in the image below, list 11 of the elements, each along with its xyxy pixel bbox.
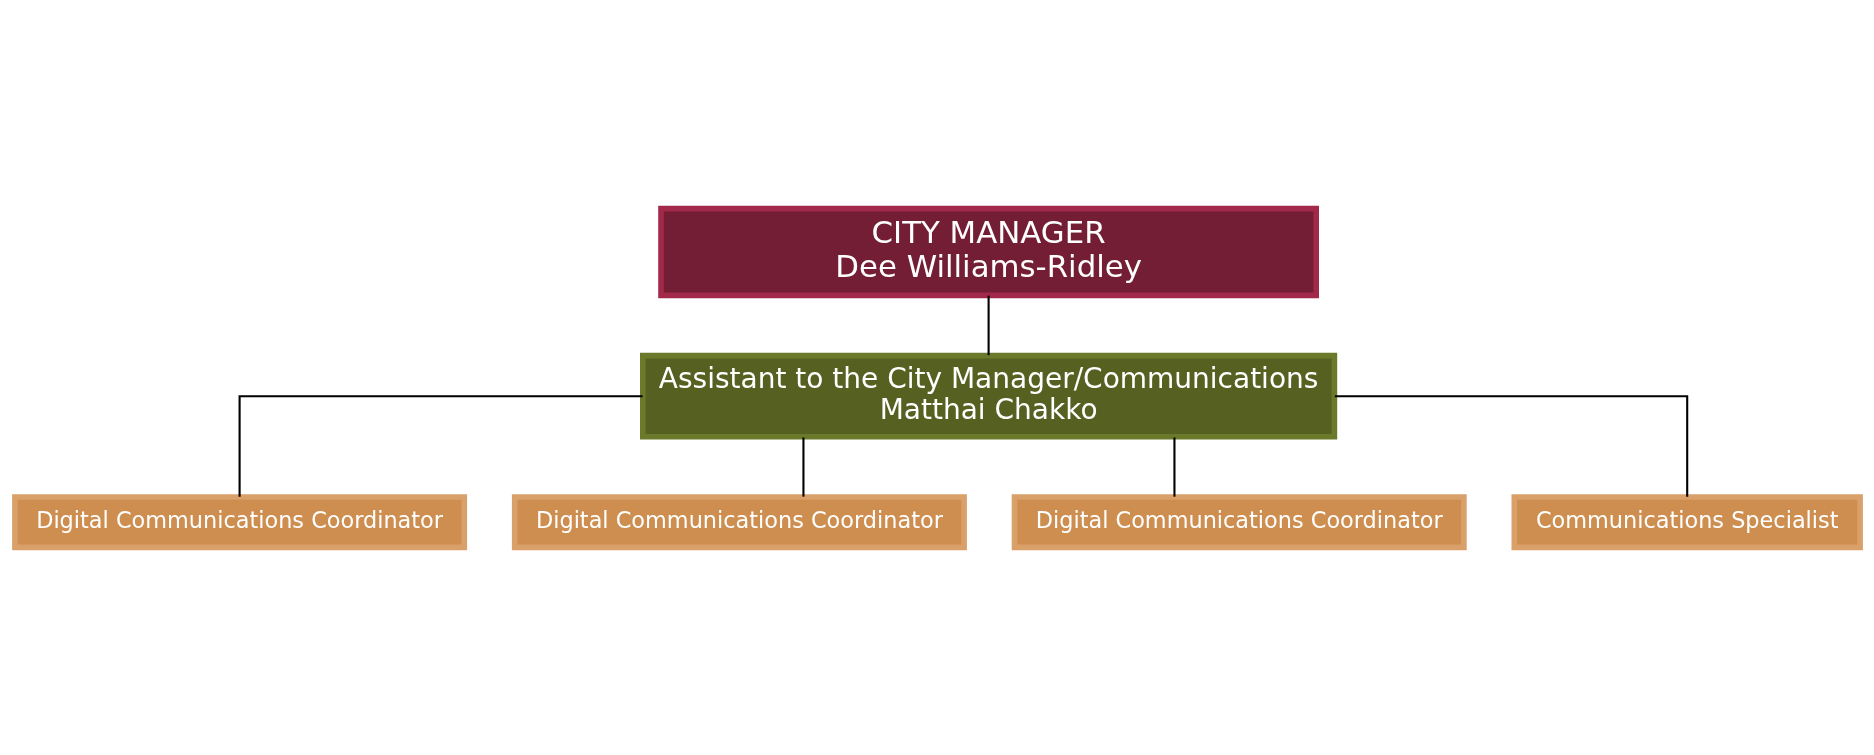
node-box: Digital Communications Coordinator bbox=[1011, 493, 1467, 550]
connector bbox=[801, 436, 804, 497]
connector bbox=[1334, 394, 1688, 497]
node-box: Digital Communications Coordinator bbox=[511, 493, 967, 550]
connector bbox=[238, 394, 643, 497]
connector bbox=[1172, 436, 1175, 497]
node-box: Communications Specialist bbox=[1511, 493, 1863, 550]
node-box: Digital Communications Coordinator bbox=[11, 493, 467, 550]
node-box: CITY MANAGER Dee Williams-Ridley bbox=[657, 205, 1319, 298]
connector bbox=[987, 295, 990, 355]
node-box: Assistant to the City Manager/Communications Matthai Chakko bbox=[639, 352, 1337, 440]
